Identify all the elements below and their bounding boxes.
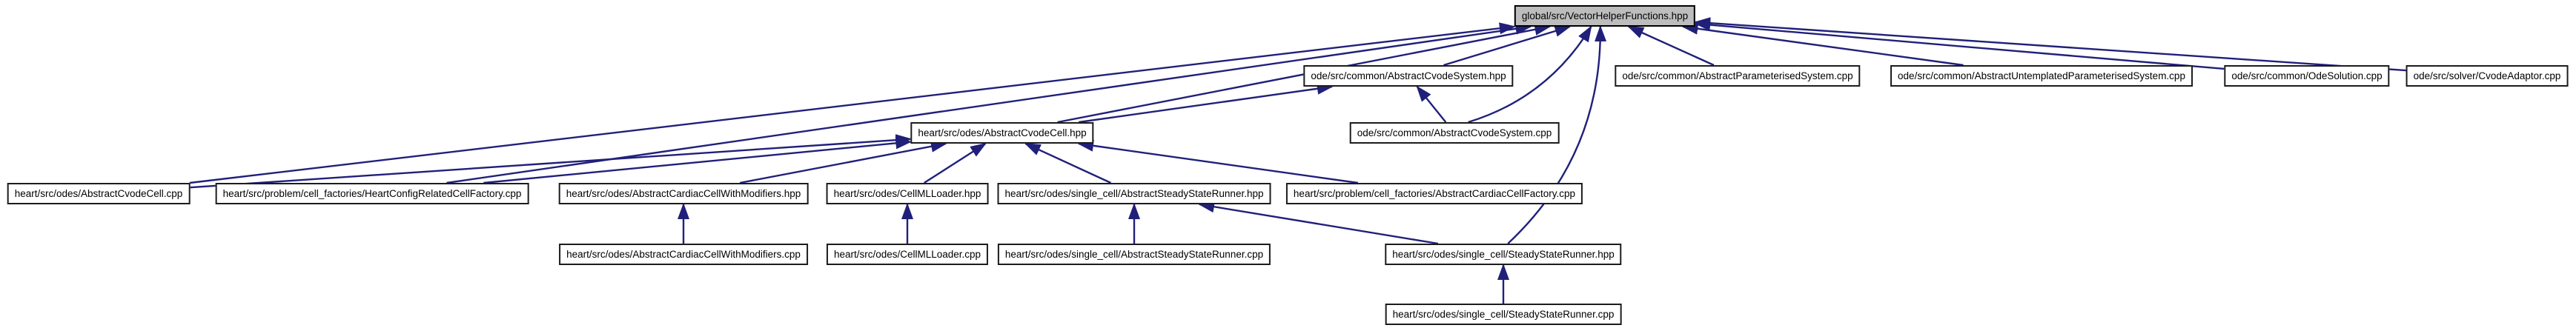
include-edge-acc_hpp-to-acs_hpp (1079, 82, 1334, 124)
include-edge-ssr_hpp-to-vhf (1507, 25, 1607, 244)
graph-node-ssr_hpp[interactable]: heart/src/odes/single_cell/SteadyStateRu… (1385, 244, 1622, 265)
include-edge-acs_cpp-to-vhf (1468, 25, 1592, 124)
include-edge-cvadapt_cpp-to-vhf (1694, 17, 2406, 72)
graph-node-cvadapt_cpp[interactable]: ode/src/solver/CvodeAdaptor.cpp (2406, 65, 2569, 87)
include-edge-accf_cpp-to-acc_hpp (1077, 139, 1359, 184)
graph-node-assr_cpp[interactable]: heart/src/odes/single_cell/AbstractStead… (997, 244, 1271, 265)
graph-node-aps_cpp[interactable]: ode/src/common/AbstractParameterisedSyst… (1615, 65, 1861, 87)
graph-node-accwm_hpp[interactable]: heart/src/odes/AbstractCardiacCellWithMo… (558, 183, 809, 204)
graph-node-hcrcf_cpp[interactable]: heart/src/problem/cell_factories/HeartCo… (215, 183, 529, 204)
graph-node-cmll_hpp[interactable]: heart/src/odes/CellMLLoader.hpp (826, 183, 989, 204)
include-edge-aps_cpp-to-vhf (1627, 25, 1715, 67)
graph-node-acc_cpp[interactable]: heart/src/odes/AbstractCvodeCell.cpp (7, 183, 191, 204)
include-edge-ssr_hpp-to-assr_hpp (1198, 201, 1439, 245)
include-edge-acc_cpp-to-vhf (189, 22, 1516, 184)
include-edge-acc_cpp-to-acc_hpp (190, 134, 913, 189)
graph-node-accf_cpp[interactable]: heart/src/problem/cell_factories/Abstrac… (1285, 183, 1583, 204)
include-edge-odesol_cpp-to-vhf (1694, 19, 2225, 70)
include-edge-accwm_hpp-to-acc_hpp (739, 140, 947, 184)
include-edge-cmll_hpp-to-acc_hpp (923, 142, 987, 184)
graph-node-odesol_cpp[interactable]: ode/src/common/OdeSolution.cpp (2224, 65, 2390, 87)
graph-node-acs_cpp[interactable]: ode/src/common/AbstractCvodeSystem.cpp (1349, 122, 1560, 144)
include-edge-assr_hpp-to-acc_hpp (1024, 142, 1112, 184)
graph-node-cmll_cpp[interactable]: heart/src/odes/CellMLLoader.cpp (826, 244, 989, 265)
graph-node-vhf: global/src/VectorHelperFunctions.hpp (1514, 5, 1696, 27)
graph-node-ssr_cpp[interactable]: heart/src/odes/single_cell/SteadyStateRu… (1385, 304, 1622, 325)
graph-node-accwm_cpp[interactable]: heart/src/odes/AbstractCardiacCellWithMo… (559, 244, 808, 265)
graph-node-aups_cpp[interactable]: ode/src/common/AbstractUntemplatedParame… (1890, 65, 2193, 87)
include-edge-hcrcf_cpp-to-acc_hpp (483, 137, 913, 184)
graph-node-acs_hpp[interactable]: ode/src/common/AbstractCvodeSystem.hpp (1303, 65, 1514, 87)
include-edge-aups_cpp-to-vhf (1681, 22, 1964, 67)
include-edge-hcrcf_cpp-to-vhf (446, 22, 1532, 184)
include-edge-acs_cpp-to-acs_hpp (1416, 85, 1447, 123)
graph-node-assr_hpp[interactable]: heart/src/odes/single_cell/AbstractStead… (997, 183, 1271, 204)
graph-node-acc_hpp[interactable]: heart/src/odes/AbstractCvodeCell.hpp (910, 122, 1094, 144)
